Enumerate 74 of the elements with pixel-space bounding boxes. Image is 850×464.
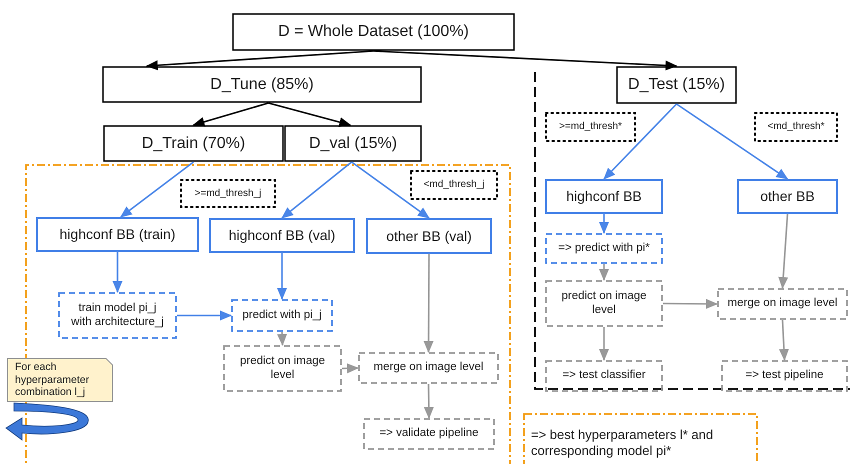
arrow [146, 50, 374, 70]
arrow [112, 252, 122, 293]
node-label: <md_thresh_j [424, 179, 484, 191]
process-box [58, 292, 177, 339]
process-box [545, 280, 663, 327]
process-box [231, 299, 333, 332]
process-box [223, 345, 342, 392]
dataset-box [616, 66, 737, 104]
arrow [373, 50, 678, 70]
node-label: highconf BB (val) [228, 227, 336, 244]
threshold-box [545, 112, 636, 142]
arrow [351, 161, 430, 219]
process-box [737, 179, 838, 214]
threshold-box [754, 112, 838, 142]
note-text: For each hyperparameter combination l_j [15, 361, 90, 399]
node-label: => validate pipeline [379, 427, 479, 441]
node-label: merge on image level [374, 361, 484, 375]
process-box [209, 218, 355, 253]
arrow [778, 214, 788, 289]
result-box [523, 413, 758, 464]
node-label: <md_thresh* [768, 121, 824, 133]
process-box [717, 288, 848, 320]
process-box [366, 218, 492, 254]
arrow [424, 254, 434, 353]
node-label: other BB (val) [386, 228, 472, 244]
node-label: => best hyperparameters l* and corresponding model pi* [531, 427, 714, 459]
node-label: D_Train (70%) [142, 134, 246, 154]
node-label: merge on image level [728, 297, 838, 311]
node-label: other BB [760, 188, 815, 205]
node-label: D_Test (15%) [628, 75, 725, 95]
arrow [120, 161, 194, 218]
node-label: train model pi_j with architecture_j [70, 302, 165, 330]
node-label: => test classifier [562, 369, 646, 383]
arrow [277, 253, 287, 300]
arrow [599, 214, 609, 234]
node-label: D = Whole Dataset (100%) [278, 22, 469, 42]
node-label: predict on image level [238, 354, 326, 382]
arrow [177, 310, 232, 320]
node-label: predict on image level [560, 290, 648, 318]
node-label: D_Tune (85%) [210, 74, 314, 94]
arrow [599, 264, 609, 281]
node-label: >=md_thresh* [559, 121, 622, 133]
arrow [676, 103, 788, 180]
dataset-box [102, 66, 422, 103]
node-label: => test pipeline [745, 369, 824, 383]
note-box [7, 358, 113, 402]
dataset-box [284, 125, 422, 162]
process-box [545, 179, 663, 214]
process-box [721, 360, 848, 392]
node-label: highconf BB [566, 188, 642, 205]
process-box [36, 217, 199, 252]
arrow [778, 320, 789, 361]
node-label: >=md_thresh_j [194, 188, 262, 200]
node-label: => predict with pi* [558, 242, 650, 256]
arrow [599, 327, 609, 361]
threshold-box [410, 170, 498, 200]
arrow [603, 103, 678, 180]
dataset-box [103, 125, 284, 162]
node-label: D_val (15%) [308, 134, 398, 154]
process-box [363, 418, 495, 450]
dataset-box [232, 13, 515, 51]
arrow [268, 102, 352, 127]
node-label: predict with pi_j [242, 308, 322, 322]
node-label: highconf BB (train) [60, 226, 176, 243]
arrow [424, 384, 434, 419]
process-box [545, 360, 663, 392]
arrow [342, 363, 359, 374]
process-box [358, 352, 499, 384]
arrow [277, 332, 288, 346]
arrow [192, 102, 269, 127]
arrow [281, 161, 352, 219]
arrow [663, 298, 718, 309]
threshold-box [180, 179, 276, 208]
process-box [545, 233, 663, 264]
